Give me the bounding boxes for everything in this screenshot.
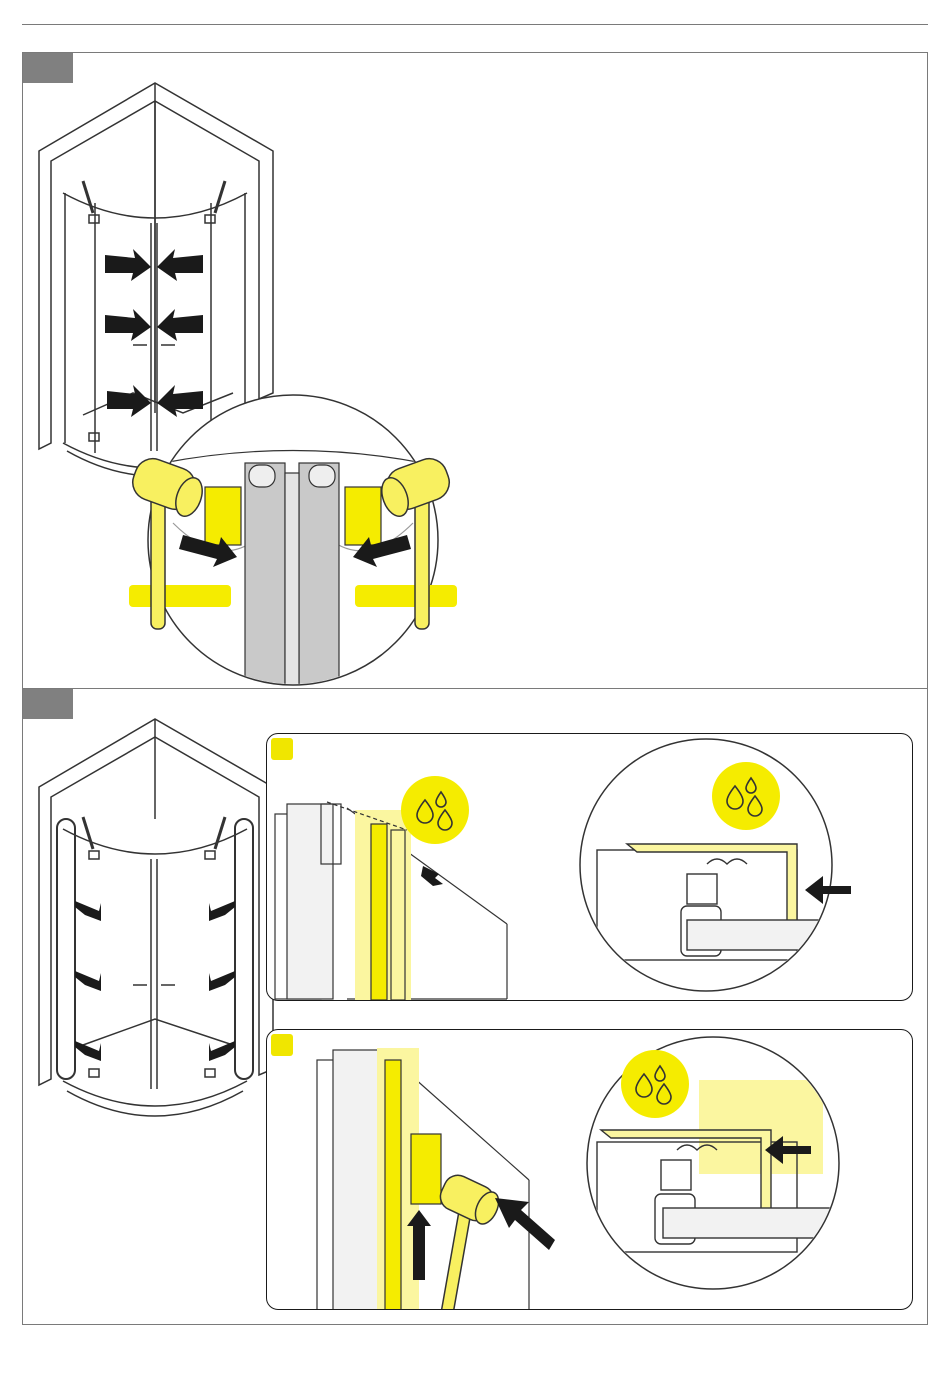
substep-a-illustration	[267, 734, 913, 1001]
step-1-panel	[22, 52, 928, 689]
water-drops-icon	[712, 762, 780, 830]
rubber-mallet-icon	[436, 1171, 503, 1310]
water-drops-icon	[401, 776, 469, 844]
substep-b-illustration	[267, 1030, 913, 1310]
zoom-circle-icon	[587, 1037, 863, 1289]
shower-enclosure-icon	[39, 719, 273, 1116]
water-drops-icon	[621, 1050, 689, 1118]
substep-b-panel	[266, 1029, 913, 1310]
arrow-icon	[495, 1198, 555, 1250]
step-2-panel	[22, 688, 928, 1325]
zoom-circle-icon	[580, 739, 887, 991]
top-rule	[22, 24, 928, 25]
substep-a-panel	[266, 733, 913, 1001]
arrow-icon	[105, 249, 203, 417]
step-1-illustration	[23, 53, 928, 689]
